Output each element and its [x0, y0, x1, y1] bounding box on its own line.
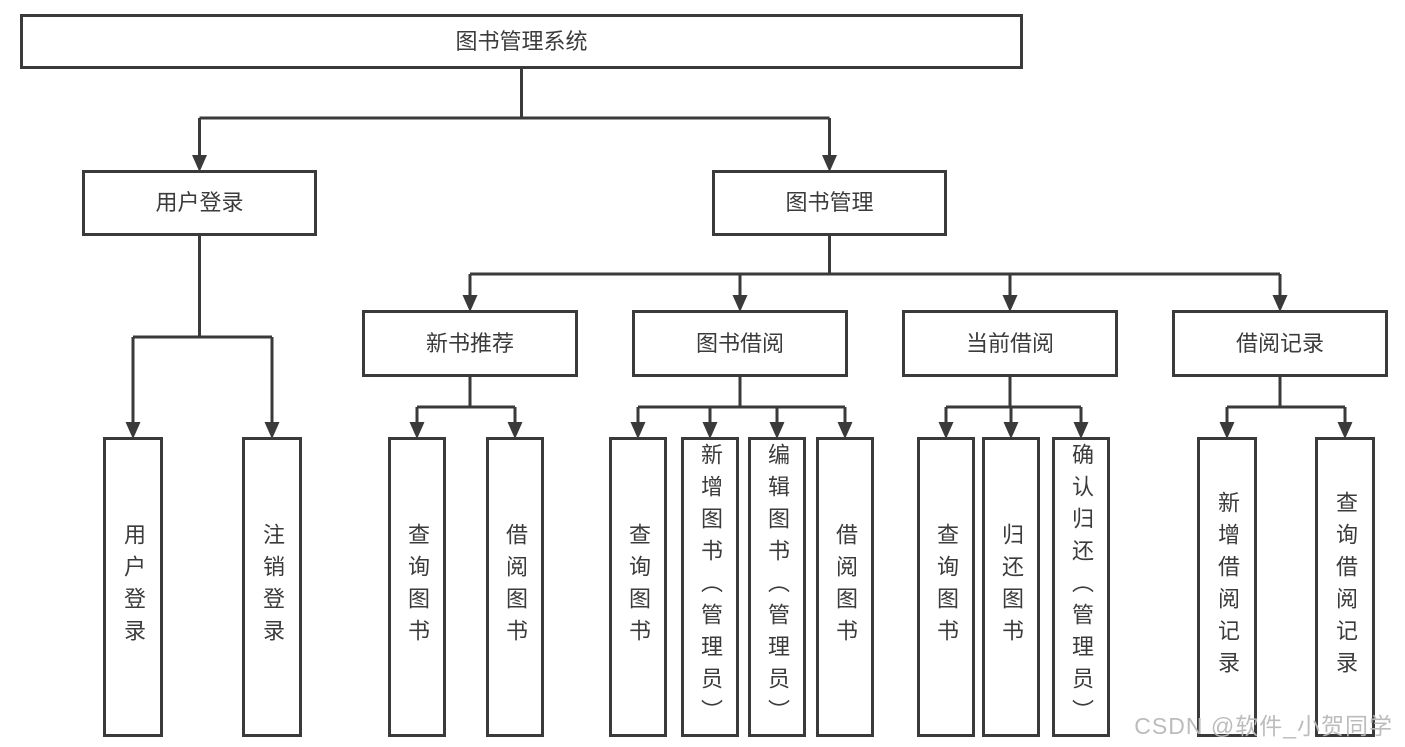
leaf-rec-query-books-label: 查询图书 — [405, 523, 430, 651]
connector-current-borrow-to-leaves — [944, 377, 1083, 424]
leaf-bb-add-books-admin-label: 新增图书（管理员） — [698, 443, 723, 731]
leaf-user-login: 用户登录 — [103, 437, 163, 737]
leaf-rec-query-books: 查询图书 — [388, 437, 446, 737]
node-book-mgmt-label: 图书管理 — [785, 190, 874, 215]
leaf-cb-query-books-label: 查询图书 — [934, 523, 959, 651]
leaf-bb-add-books-admin: 新增图书（管理员） — [681, 437, 739, 737]
leaf-br-query-record: 查询借阅记录 — [1315, 437, 1375, 737]
connector-new-book-rec-to-leaves — [415, 377, 517, 424]
node-user-login: 用户登录 — [82, 170, 317, 236]
node-current-borrow: 当前借阅 — [902, 310, 1118, 377]
node-book-borrow-label: 图书借阅 — [695, 330, 784, 356]
leaf-br-add-record-label: 新增借阅记录 — [1215, 491, 1240, 683]
leaf-rec-borrow-books: 借阅图书 — [486, 437, 544, 737]
leaf-logout: 注销登录 — [242, 437, 302, 737]
leaf-user-login-label: 用户登录 — [121, 523, 146, 651]
leaf-rec-borrow-books-label: 借阅图书 — [503, 523, 528, 651]
leaf-bb-query-books-label: 查询图书 — [626, 523, 651, 651]
connector-user-login-to-leaves — [131, 236, 274, 424]
leaf-bb-query-books: 查询图书 — [609, 437, 667, 737]
node-book-borrow: 图书借阅 — [632, 310, 848, 377]
node-borrow-record: 借阅记录 — [1172, 310, 1388, 377]
leaf-cb-return-books-label: 归还图书 — [999, 523, 1024, 651]
leaf-br-add-record: 新增借阅记录 — [1197, 437, 1257, 737]
node-new-book-rec: 新书推荐 — [362, 310, 578, 377]
leaf-bb-edit-books-admin: 编辑图书（管理员） — [748, 437, 806, 737]
watermark: CSDN @软件_小贺同学 — [1134, 713, 1393, 739]
node-current-borrow-label: 当前借阅 — [965, 330, 1054, 356]
node-new-book-rec-label: 新书推荐 — [425, 330, 514, 356]
connector-borrow-record-to-leaves — [1225, 377, 1347, 424]
node-borrow-record-label: 借阅记录 — [1235, 330, 1324, 356]
leaf-bb-borrow-books: 借阅图书 — [816, 437, 874, 737]
node-root: 图书管理系统 — [20, 14, 1023, 69]
leaf-br-query-record-label: 查询借阅记录 — [1333, 491, 1358, 683]
connector-book-borrow-to-leaves — [636, 377, 847, 424]
leaf-cb-confirm-return-admin: 确认归还（管理员） — [1052, 437, 1110, 737]
leaf-bb-edit-books-admin-label: 编辑图书（管理员） — [765, 443, 790, 731]
connector-book-mgmt-to-level3 — [468, 236, 1282, 297]
leaf-logout-label: 注销登录 — [260, 523, 285, 651]
node-book-mgmt: 图书管理 — [712, 170, 947, 236]
node-root-label: 图书管理系统 — [455, 28, 588, 54]
connector-root-to-level2 — [198, 69, 831, 157]
leaf-cb-confirm-return-admin-label: 确认归还（管理员） — [1069, 443, 1094, 731]
leaf-bb-borrow-books-label: 借阅图书 — [833, 523, 858, 651]
leaf-cb-return-books: 归还图书 — [982, 437, 1040, 737]
node-user-login-label: 用户登录 — [155, 190, 244, 215]
leaf-cb-query-books: 查询图书 — [917, 437, 975, 737]
